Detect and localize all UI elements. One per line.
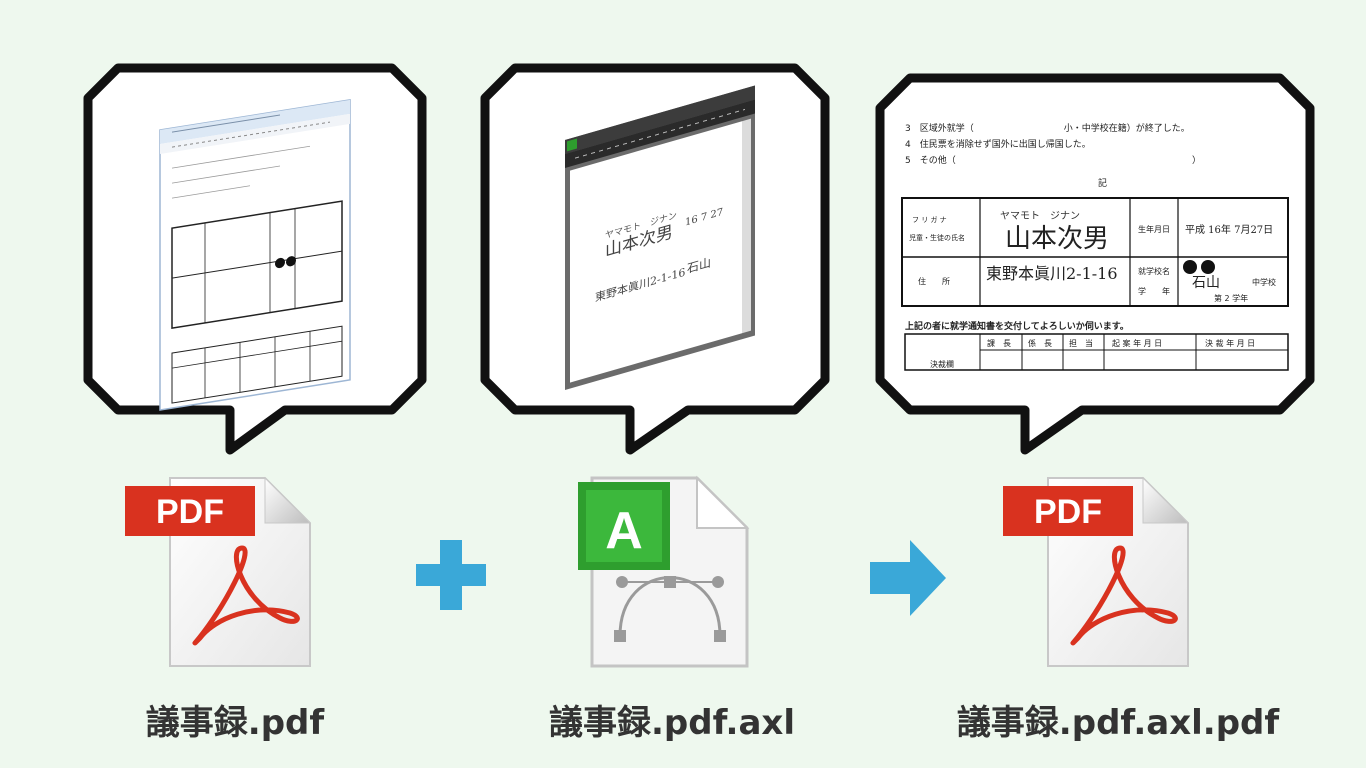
redaction-dot-1 [1183,260,1197,274]
doc-grade-value: 第 2 学年 [1214,293,1248,303]
pdf-label-result: PDF [1034,493,1102,531]
doc-school-label: 就学校名 [1138,266,1170,276]
doc-col-4: 決 裁 年 月 日 [1205,338,1255,348]
doc-address-label: 住 所 [918,276,950,286]
pdf-file-icon-result: PDF [1003,476,1190,667]
doc-line5-close: ） [1192,155,1201,166]
preview-bubble-1 [83,63,427,455]
doc-col-1: 係 長 [1028,339,1052,348]
doc-line3: 3 区域外就学（ 小・中学校在籍）が終了した。 [905,122,1190,134]
doc-handwritten-school: 石山 [1192,275,1220,291]
doc-col-3: 起 案 年 月 日 [1112,338,1162,348]
pdf-label: PDF [156,493,224,531]
pdf-file-icon: PDF [125,476,312,667]
doc-handwritten-name: 山本次男 [1005,224,1109,254]
doc-grade-label: 学 年 [1138,286,1170,296]
doc-line5: 5 その他（ [905,154,956,166]
acrobat-logo-icon [192,545,300,646]
doc-handwritten-address: 東野本眞川2-1-16 [986,264,1118,283]
right-arrow-icon [870,540,946,616]
axl-editor-screenshot: ヤマモト ジナン 山本次男 16 7 27 東野本眞川2-1-16 石山 [565,85,755,390]
pdf-label-badge [125,486,255,536]
acrobat-logo-icon-result [1070,545,1178,646]
doc-birth-label: 生年月日 [1138,224,1170,234]
doc-ki: 記 [1098,177,1107,189]
redaction-dot-2 [1201,260,1215,274]
pdf-label-badge-result [1003,486,1133,536]
plus-icon [416,540,486,610]
caption-axl-file: 議事録.pdf.axl [549,703,795,743]
axl-file-icon: A [578,475,750,668]
doc-line4: 4 住民票を消除せず国外に出国し帰国した。 [905,138,1091,150]
doc-request: 上記の者に就学通知書を交付してよろしいか伺います。 [905,320,1129,332]
preview-bubble-3: 3 区域外就学（ 小・中学校在籍）が終了した。 4 住民票を消除せず国外に出国し… [875,73,1315,455]
doc-approval-label: 決裁欄 [930,359,954,369]
preview-bubble-2: ヤマモト ジナン 山本次男 16 7 27 東野本眞川2-1-16 石山 [480,63,830,455]
doc-birth-value: 平成 16年 7月27日 [1185,223,1273,236]
caption-source-pdf: 議事録.pdf [145,703,325,743]
pdf-viewer-screenshot [159,99,351,411]
flattened-document: 3 区域外就学（ 小・中学校在籍）が終了した。 4 住民票を消除せず国外に出国し… [901,122,1289,371]
caption-result-pdf: 議事録.pdf.axl.pdf [956,703,1280,743]
axl-label: A [605,502,643,560]
doc-col-0: 課 長 [987,338,1011,348]
axl-school: 石山 [687,255,711,276]
doc-furigana-label: フ リ ガ ナ [912,215,947,224]
doc-school-suffix: 中学校 [1252,277,1276,287]
doc-name-label: 児童・生徒の氏名 [909,233,965,242]
doc-handwritten-furigana: ヤマモト ジナン [1000,210,1080,222]
doc-col-2: 担 当 [1069,338,1093,348]
bezier-curve-icon [614,576,726,642]
